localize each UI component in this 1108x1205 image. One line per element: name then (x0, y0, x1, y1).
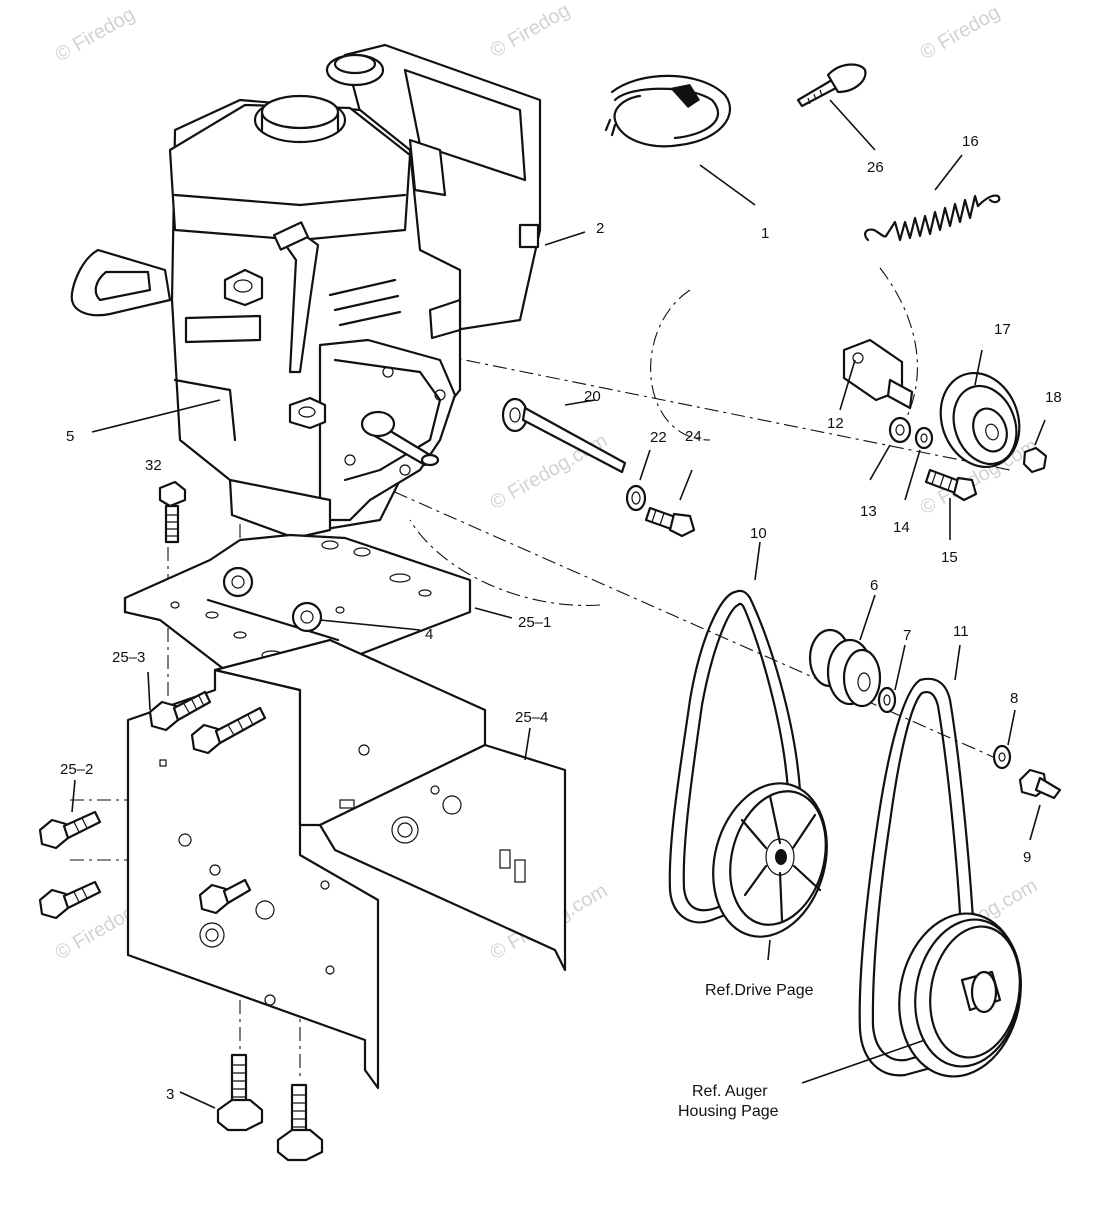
bolt-icon (198, 878, 252, 915)
callout-24: 24 (685, 428, 702, 445)
pulley-icon (712, 782, 828, 938)
callout-2: 2 (596, 220, 604, 237)
callout-14: 14 (893, 519, 910, 536)
callout-11: 11 (953, 623, 969, 640)
callout-9: 9 (1023, 849, 1031, 866)
watermark-mid-center: © Firedog.com (487, 430, 612, 515)
callout-1: 1 (761, 225, 769, 242)
callout-4: 4 (425, 626, 433, 643)
bolt-icon (276, 1083, 324, 1162)
callout-6: 6 (870, 577, 878, 594)
bolt-icon (1018, 768, 1062, 800)
callout-26: 26 (867, 159, 884, 176)
ref-drive-page: Ref.Drive Page (705, 982, 814, 999)
watermark-top-right: © Firedog (917, 1, 1004, 64)
bolt-icon (190, 706, 267, 755)
pulley-icon (898, 912, 1022, 1078)
callout-10: 10 (750, 525, 767, 542)
wire-harness-icon (604, 74, 732, 148)
callout-17: 17 (994, 321, 1011, 338)
pulley-icon (939, 371, 1021, 469)
bolt-icon (158, 480, 187, 544)
bolt-icon (148, 690, 212, 732)
watermark-top-left: © Firedog (52, 3, 139, 66)
leader-lines (71, 99, 1046, 1109)
engine-icon (70, 43, 542, 540)
callout-20: 20 (584, 388, 601, 405)
pulley-icon (808, 628, 882, 708)
callout-32: 32 (145, 457, 162, 474)
callout-8: 8 (1010, 690, 1018, 707)
bolt-icon (924, 468, 978, 502)
shaft-and-washers (501, 397, 647, 512)
bolt-icon (644, 506, 696, 538)
ref-auger-line2: Housing Page (678, 1103, 779, 1120)
callout-25-4: 25–4 (515, 709, 548, 726)
reference-notes: Ref.Drive Page Ref. Auger Housing Page (678, 982, 814, 1120)
callout-3: 3 (166, 1086, 174, 1103)
callout-25-3: 25–3 (112, 649, 145, 666)
callout-5: 5 (66, 428, 74, 445)
key-icon (796, 63, 867, 108)
callout-22: 22 (650, 429, 667, 446)
bolt-icon-group (38, 468, 1062, 1162)
bolt-icon (38, 880, 102, 920)
part-labels: 1 2 3 4 5 6 7 8 9 10 11 12 13 14 15 16 1… (60, 133, 1062, 1103)
callout-18: 18 (1045, 389, 1062, 406)
callout-7: 7 (903, 627, 911, 644)
callout-12: 12 (827, 415, 844, 432)
bolt-icon (38, 810, 102, 850)
callout-25-1: 25–1 (518, 614, 551, 631)
drive-belt-icon (668, 589, 828, 938)
idler-assembly (842, 338, 1048, 474)
callout-16: 16 (962, 133, 979, 150)
frame-icon (126, 638, 567, 1090)
callout-25-2: 25–2 (60, 761, 93, 778)
auger-belt-icon (858, 677, 1022, 1078)
spring-icon (864, 194, 1001, 242)
callout-15: 15 (941, 549, 958, 566)
watermark-top-center: © Firedog (487, 0, 574, 62)
callout-13: 13 (860, 503, 877, 520)
bolt-icon (216, 1053, 264, 1132)
engine-pulley (808, 628, 1012, 770)
ref-auger-line1: Ref. Auger (692, 1083, 768, 1100)
